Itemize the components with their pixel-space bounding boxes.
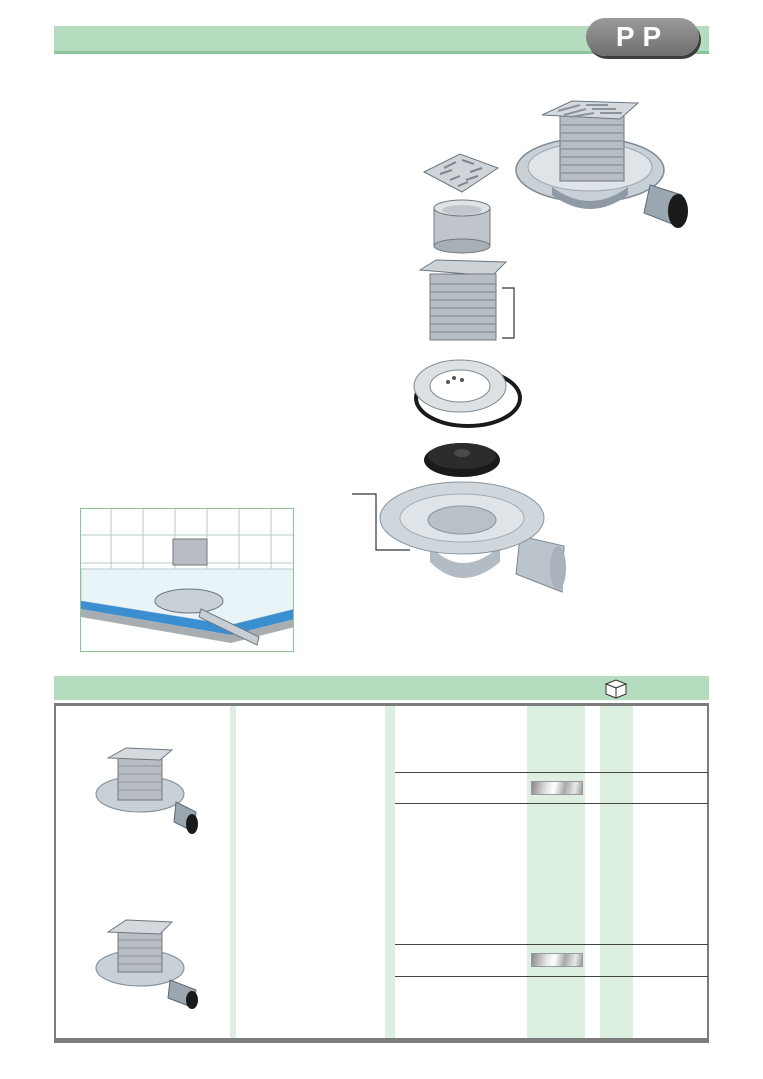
grate-illustration bbox=[422, 153, 500, 193]
finish-swatch-stainless bbox=[531, 781, 583, 795]
product-table bbox=[54, 703, 709, 1043]
drain-body-illustration bbox=[352, 481, 566, 593]
material-badge: PP bbox=[586, 18, 699, 56]
height-extension-illustration bbox=[418, 259, 515, 341]
installation-illustration-frame bbox=[80, 508, 294, 652]
row-divider bbox=[395, 772, 708, 773]
installation-illustration bbox=[81, 509, 293, 646]
product-column-tint bbox=[230, 706, 236, 1038]
package-column-tint bbox=[600, 706, 633, 1038]
row-divider bbox=[395, 803, 708, 804]
box-icon bbox=[604, 679, 628, 699]
product-table-header bbox=[54, 676, 709, 700]
row-divider bbox=[395, 944, 708, 945]
product-thumbnail-1 bbox=[95, 747, 198, 834]
finish-column-tint bbox=[527, 706, 585, 1038]
description-column-tint bbox=[385, 706, 395, 1038]
row-divider bbox=[395, 976, 708, 977]
odour-trap-insert-illustration bbox=[433, 199, 491, 254]
clamping-ring-illustration bbox=[413, 359, 522, 428]
product-thumbnail-2 bbox=[95, 919, 198, 1009]
sealing-membrane-illustration bbox=[424, 443, 500, 477]
assembled-drain-illustration bbox=[515, 100, 688, 228]
finish-swatch-stainless bbox=[531, 953, 583, 967]
